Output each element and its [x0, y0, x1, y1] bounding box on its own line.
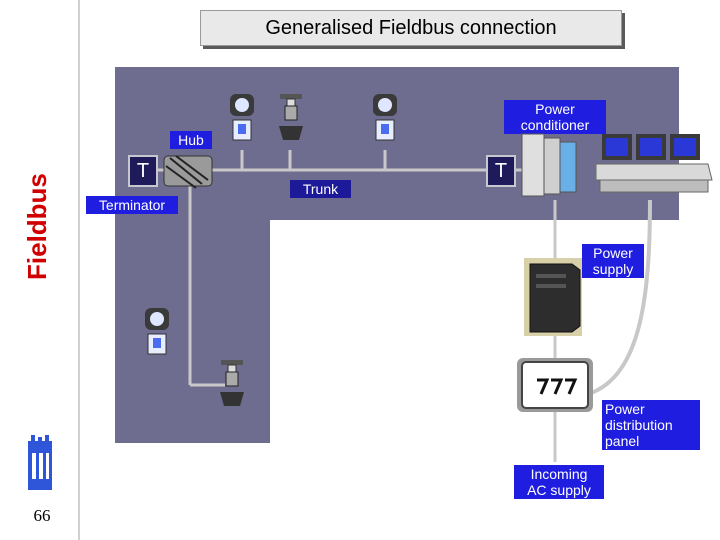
power-conditioner-label: Power conditioner: [504, 100, 606, 134]
transmitter-icon: [230, 94, 254, 141]
power-supply-label: Power supply: [582, 244, 644, 278]
control-valve-icon: [279, 94, 303, 140]
power-distribution-label: Power distribution panel: [602, 400, 700, 450]
hub-icon: [163, 155, 213, 189]
left-sidebar: Fieldbus 66: [0, 0, 80, 540]
terminator-label: Terminator: [86, 196, 178, 214]
spur-panel: [115, 218, 270, 443]
hub-label: Hub: [170, 131, 212, 149]
logo-icon: [28, 435, 52, 490]
transmitter-icon: [145, 308, 169, 355]
power-conditioner-icon: [521, 133, 577, 197]
page-title: Generalised Fieldbus connection: [200, 10, 622, 46]
transmitter-icon: [373, 94, 397, 141]
distribution-panel-icon: [517, 358, 593, 412]
trunk-label: Trunk: [290, 180, 351, 198]
terminator-left: T: [128, 155, 158, 187]
power-supply-icon: [524, 258, 582, 336]
incoming-ac-label: Incoming AC supply: [514, 465, 604, 499]
control-valve-icon: [220, 360, 244, 406]
workstation-icon: [596, 134, 713, 193]
page-number: 66: [33, 506, 51, 525]
terminator-right: T: [486, 155, 516, 187]
